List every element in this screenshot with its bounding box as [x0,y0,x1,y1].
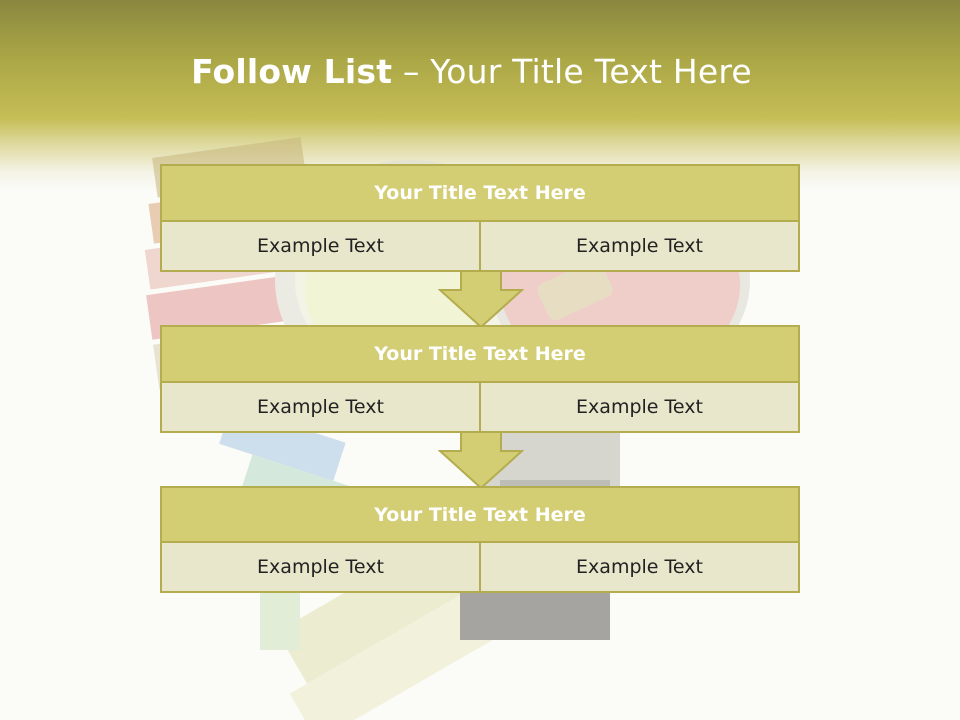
step-cell-left: Example Text [162,222,481,270]
step-row: Example Text Example Text [162,543,798,591]
step-title: Your Title Text Here [162,488,798,543]
step-cell-right: Example Text [481,543,798,591]
step-row: Example Text Example Text [162,383,798,431]
step-cell-right: Example Text [481,383,798,431]
step-title: Your Title Text Here [162,327,798,383]
step-cell-left: Example Text [162,543,481,591]
step-box-1: Your Title Text Here Example Text Exampl… [160,164,800,272]
step-cell-left: Example Text [162,383,481,431]
step-box-3: Your Title Text Here Example Text Exampl… [160,486,800,593]
down-arrow-icon [438,431,524,489]
slide-title-bold: Follow List [191,52,393,91]
step-row: Example Text Example Text [162,222,798,270]
step-cell-right: Example Text [481,222,798,270]
slide-title-rest: – Your Title Text Here [392,52,752,91]
step-title: Your Title Text Here [162,166,798,222]
slide-title: Follow List – Your Title Text Here [0,52,943,91]
down-arrow-icon [438,270,524,328]
step-box-2: Your Title Text Here Example Text Exampl… [160,325,800,433]
